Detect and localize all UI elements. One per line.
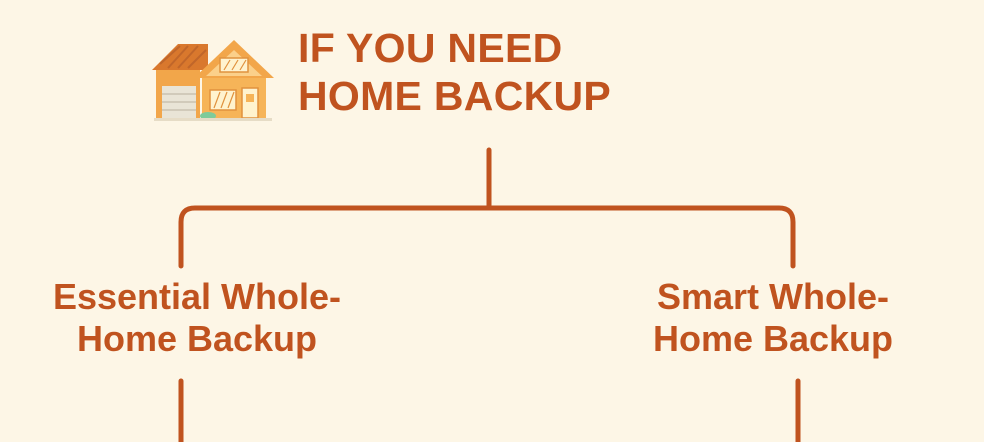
option-label-line-1: Smart Whole- bbox=[656, 276, 889, 317]
page-title: IF YOU NEED HOME BACKUP bbox=[298, 24, 611, 120]
option-smart-backup: Smart Whole- Home Backup bbox=[598, 276, 948, 360]
house-icon bbox=[152, 40, 274, 121]
title-line-1: IF YOU NEED bbox=[298, 25, 563, 71]
option-essential-backup: Essential Whole- Home Backup bbox=[0, 276, 394, 360]
option-label-line-2: Home Backup bbox=[652, 318, 894, 359]
branch-bracket bbox=[178, 205, 796, 269]
option-label-line-2: Home Backup bbox=[76, 318, 318, 359]
title-line-2: HOME BACKUP bbox=[298, 73, 612, 119]
option-label-line-1: Essential Whole- bbox=[52, 276, 342, 317]
